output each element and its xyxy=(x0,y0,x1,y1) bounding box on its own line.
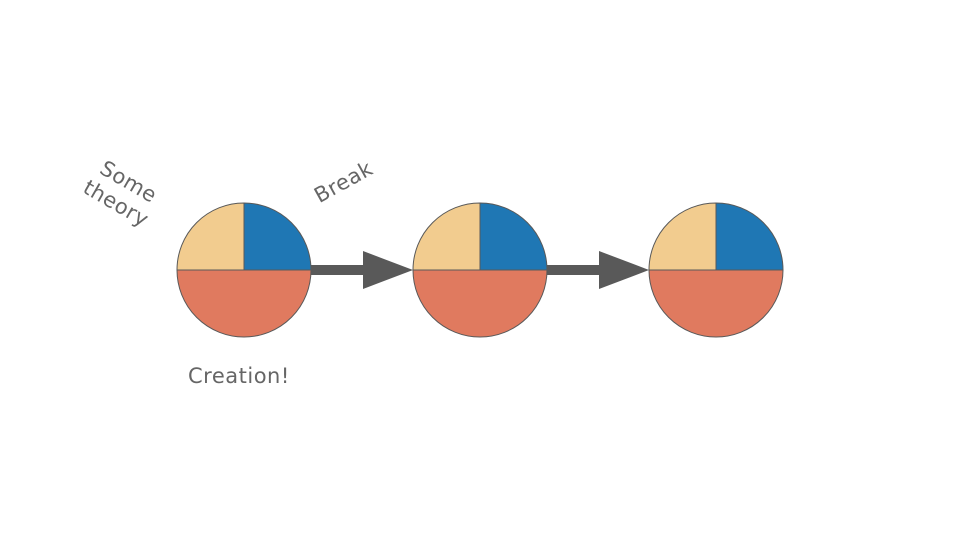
arrow-2 xyxy=(547,251,649,289)
pie-node-2 xyxy=(412,202,548,338)
creation-label: Creation! xyxy=(188,364,290,388)
blue-segment xyxy=(243,202,312,271)
pie-node-1 xyxy=(176,202,312,338)
edges-layer xyxy=(311,251,649,289)
orange-segment xyxy=(648,269,784,338)
arrow-shaft xyxy=(311,265,364,275)
blue-segment xyxy=(715,202,784,271)
sand-segment xyxy=(412,202,481,271)
arrow-head xyxy=(599,251,649,289)
arrow-head xyxy=(363,251,413,289)
arrow-1 xyxy=(311,251,413,289)
blue-segment xyxy=(479,202,548,271)
nodes-layer xyxy=(176,202,784,338)
sand-segment xyxy=(648,202,717,271)
orange-segment xyxy=(176,269,312,338)
arrow-shaft xyxy=(547,265,600,275)
pie-node-3 xyxy=(648,202,784,338)
sand-segment xyxy=(176,202,245,271)
orange-segment xyxy=(412,269,548,338)
